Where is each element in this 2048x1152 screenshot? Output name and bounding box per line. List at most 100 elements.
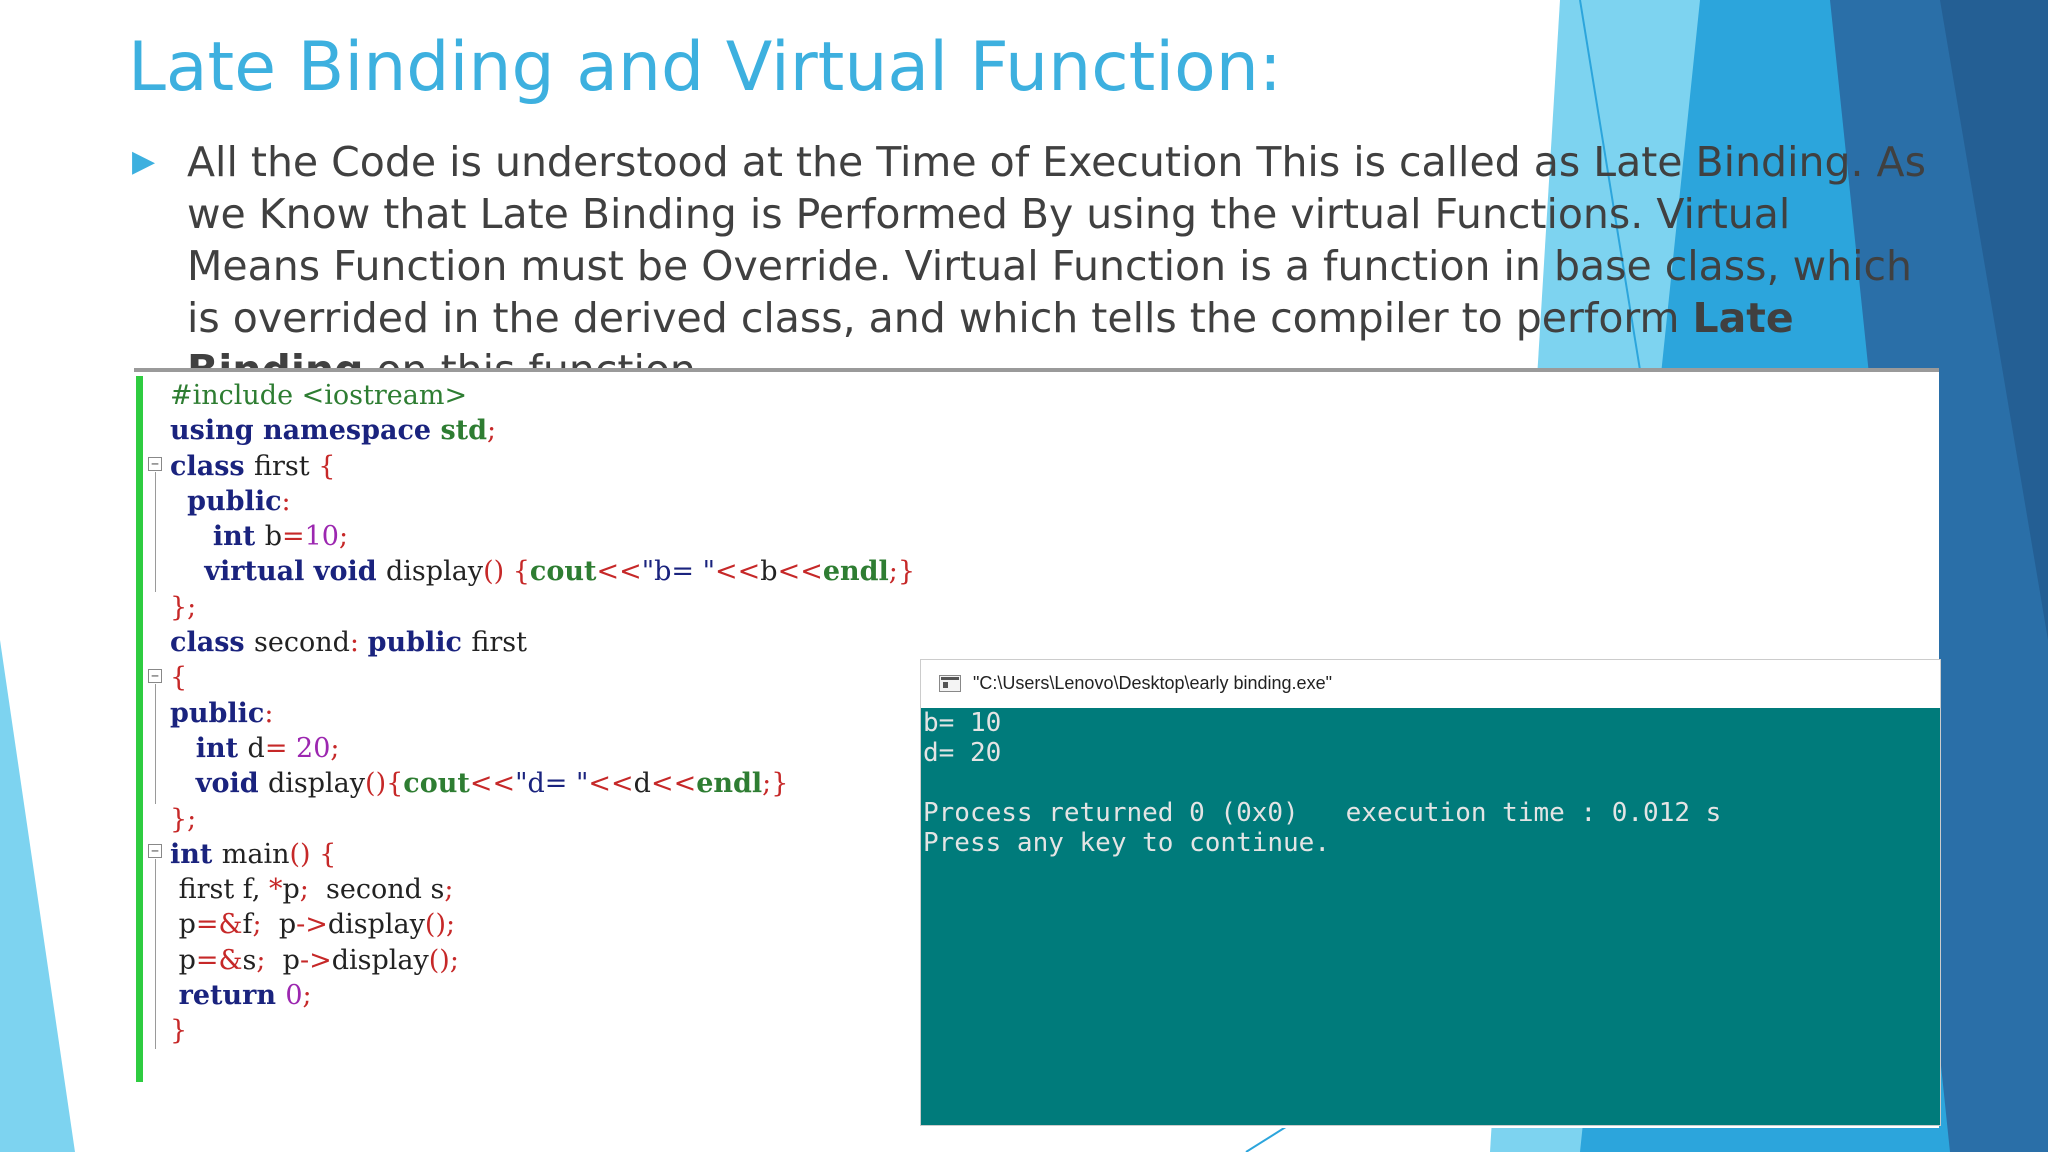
code-token: = <box>264 732 297 764</box>
code-token: (); <box>424 909 456 941</box>
deco-shape-darker <box>1940 0 2048 640</box>
deco-shape-left-light <box>0 640 75 1152</box>
code-token: { <box>318 450 336 482</box>
code-token: ;} <box>762 768 789 800</box>
code-token: << <box>596 556 642 588</box>
code-token: int <box>195 732 248 764</box>
code-token: << <box>777 556 823 588</box>
code-token: main <box>221 838 290 870</box>
code-token: : <box>281 485 291 517</box>
code-token: cout <box>529 556 597 588</box>
code-token: s <box>242 944 257 976</box>
fold-toggle-icon: − <box>148 844 162 858</box>
code-token: << <box>469 768 516 800</box>
code-token: =& <box>195 909 243 941</box>
code-token: cout <box>403 768 470 800</box>
code-token: public <box>187 485 282 517</box>
code-token: void <box>195 768 268 800</box>
code-line: public: <box>170 484 915 519</box>
deco-thin-line <box>1579 0 1641 371</box>
bullet-text: All the Code is understood at the Time o… <box>187 136 1932 396</box>
code-token <box>170 486 187 517</box>
code-token: }; <box>170 803 197 835</box>
code-token: 0 <box>285 980 303 1012</box>
code-line: int d= 20; <box>170 731 915 766</box>
code-token: d <box>633 768 651 800</box>
code-token: ; <box>252 909 279 941</box>
code-token: class <box>170 627 254 659</box>
code-token: (); <box>428 944 459 976</box>
changed-lines-marker <box>136 376 143 1082</box>
code-token: display <box>327 909 425 941</box>
code-token: 10 <box>304 521 339 553</box>
code-token: }; <box>170 591 197 623</box>
code-token: b <box>760 556 778 588</box>
code-token: virtual void <box>204 556 387 588</box>
code-token: ; <box>256 944 283 976</box>
code-token: = <box>281 521 305 553</box>
code-token: (){ <box>365 768 404 800</box>
code-token: -> <box>299 944 332 976</box>
code-token: int <box>170 838 222 870</box>
code-token: "d= " <box>515 768 589 800</box>
code-line: p=&s; p->display(); <box>170 943 915 978</box>
code-token: << <box>650 768 697 800</box>
code-line: virtual void display() {cout<<"b= "<<b<<… <box>170 554 915 589</box>
code-line: using namespace std; <box>170 413 915 448</box>
code-token: () { <box>289 838 337 870</box>
code-token: public <box>170 697 265 729</box>
code-token: endl <box>822 556 889 588</box>
code-token: { <box>170 662 188 694</box>
code-line: }; <box>170 802 915 837</box>
code-token: class <box>170 450 254 482</box>
code-token <box>170 980 179 1011</box>
code-token: ;} <box>888 556 916 588</box>
code-token: first <box>471 627 527 659</box>
code-line: int main() { <box>170 837 915 872</box>
code-token: f <box>242 909 253 941</box>
code-token: p <box>282 874 300 906</box>
code-token: d <box>247 732 265 764</box>
code-line: public: <box>170 696 915 731</box>
code-token: << <box>588 768 634 800</box>
code-token: return <box>178 980 286 1012</box>
code-token: * <box>268 874 283 906</box>
console-output: b= 10 d= 20 Process returned 0 (0x0) exe… <box>923 708 1722 858</box>
code-token: b <box>264 521 282 553</box>
code-line: } <box>170 1013 915 1048</box>
code-token: "b= " <box>641 556 716 588</box>
code-token: display <box>267 768 366 800</box>
code-token <box>170 768 196 799</box>
code-token: p <box>278 909 297 941</box>
code-token: () { <box>483 556 530 588</box>
code-line: { <box>170 660 915 695</box>
code-token: ; <box>487 415 497 447</box>
code-token: ; <box>302 980 312 1012</box>
bullet-arrow-icon: ▶ <box>132 144 156 179</box>
fold-guide-line <box>155 859 156 1049</box>
bullet-text-part: All the Code is understood at the Time o… <box>187 138 1926 342</box>
code-token: : <box>349 627 368 659</box>
code-token: std <box>440 415 488 447</box>
console-title-bar[interactable]: "C:\Users\Lenovo\Desktop\early binding.e… <box>921 660 1940 708</box>
fold-toggle-icon: − <box>148 669 162 683</box>
code-line: void display(){cout<<"d= "<<d<<endl;} <box>170 766 915 801</box>
code-token: public <box>367 627 472 659</box>
code-token: : <box>264 697 274 729</box>
code-line: class first { <box>170 449 915 484</box>
code-token: int <box>212 521 265 553</box>
code-line: int b=10; <box>170 519 915 554</box>
code-token <box>170 521 213 552</box>
code-token <box>170 733 196 764</box>
console-app-icon <box>939 675 961 692</box>
code-line: first f, *p; second s; <box>170 872 915 907</box>
source-code: #include <iostream>using namespace std;c… <box>170 378 915 1049</box>
fold-toggle-icon: − <box>148 457 162 471</box>
code-token: display <box>386 556 484 588</box>
code-token: first f, <box>170 874 269 906</box>
code-token: p <box>170 909 196 941</box>
console-window: "C:\Users\Lenovo\Desktop\early binding.e… <box>920 659 1941 1126</box>
console-title: "C:\Users\Lenovo\Desktop\early binding.e… <box>973 673 1332 693</box>
code-line: p=&f; p->display(); <box>170 907 915 942</box>
code-token: using namespace <box>170 415 441 447</box>
